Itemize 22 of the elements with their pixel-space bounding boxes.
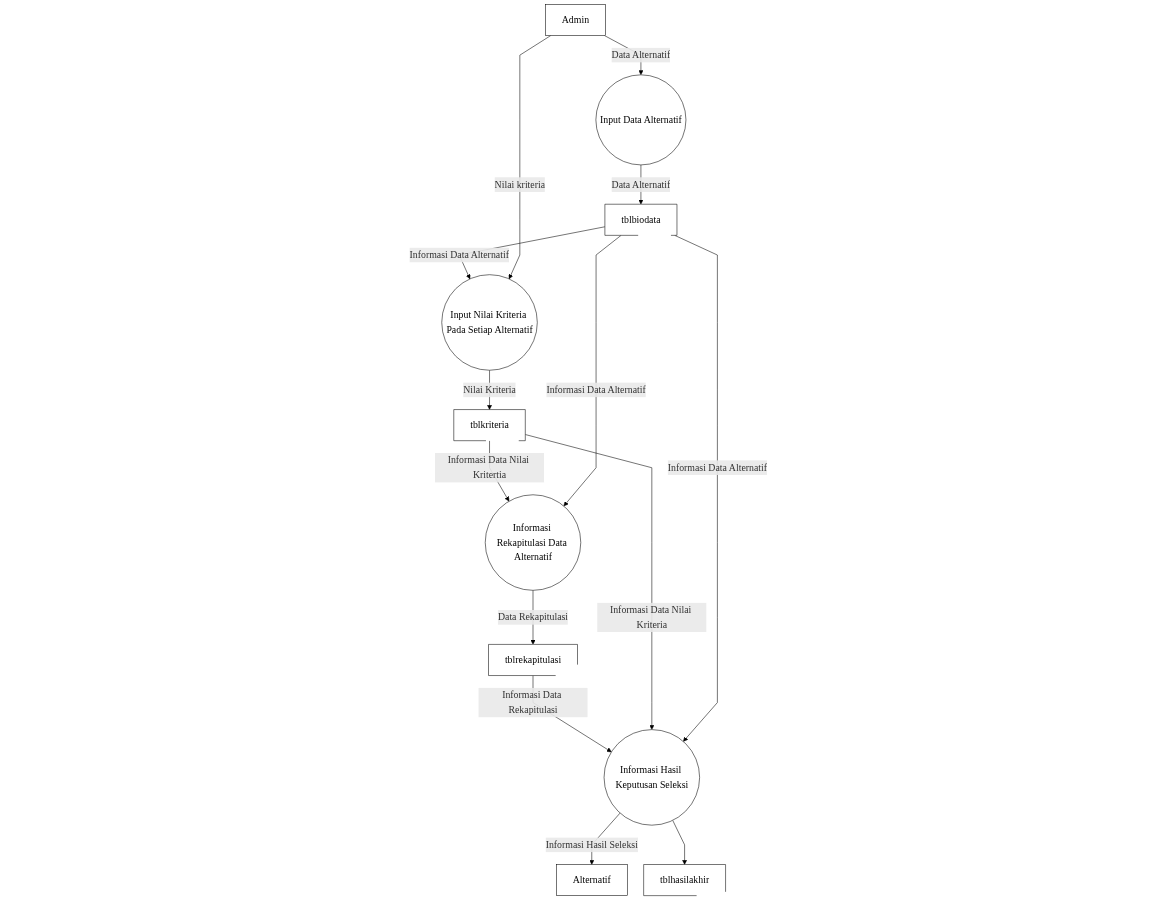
edge-label: Data Alternatif xyxy=(611,49,670,61)
edge-label: Informasi Hasil Seleksi xyxy=(545,839,638,851)
edge-label: Informasi Data Nilai Kritertia xyxy=(447,454,529,481)
node-box: Alternatif xyxy=(555,864,628,896)
node-box: tblbiodata xyxy=(604,203,677,236)
node-box: tblhasilakhir xyxy=(643,864,726,896)
node-box: tblrekapitulasi xyxy=(487,644,578,676)
edge-label: Informasi Data Alternatif xyxy=(409,249,509,261)
edge-label: Informasi Data Rekapitulasi xyxy=(501,689,562,716)
node-box: Admin xyxy=(544,4,606,36)
node-circle: Input Nilai Kriteria Pada Setiap Alternatif xyxy=(441,274,538,371)
edge-label: Data Rekapitulasi xyxy=(497,611,568,623)
edge-label: Informasi Data Alternatif xyxy=(546,384,646,396)
edge-label: Nilai Kriteria xyxy=(462,384,516,396)
edge-label: Informasi Data Nilai Kriteria xyxy=(609,604,691,630)
node-circle: Informasi Hasil Keputusan Seleksi xyxy=(603,729,700,826)
node-circle: Informasi Rekapitulasi Data Alternatif xyxy=(484,494,581,591)
edge-label: Informasi Data Alternatif xyxy=(667,462,767,473)
edge-label: Data Alternatif xyxy=(611,178,670,190)
edge-label: Nilai kriteria xyxy=(494,178,545,190)
node-box: tblkriteria xyxy=(453,409,526,441)
node-circle: Input Data Alternatif xyxy=(595,74,686,166)
